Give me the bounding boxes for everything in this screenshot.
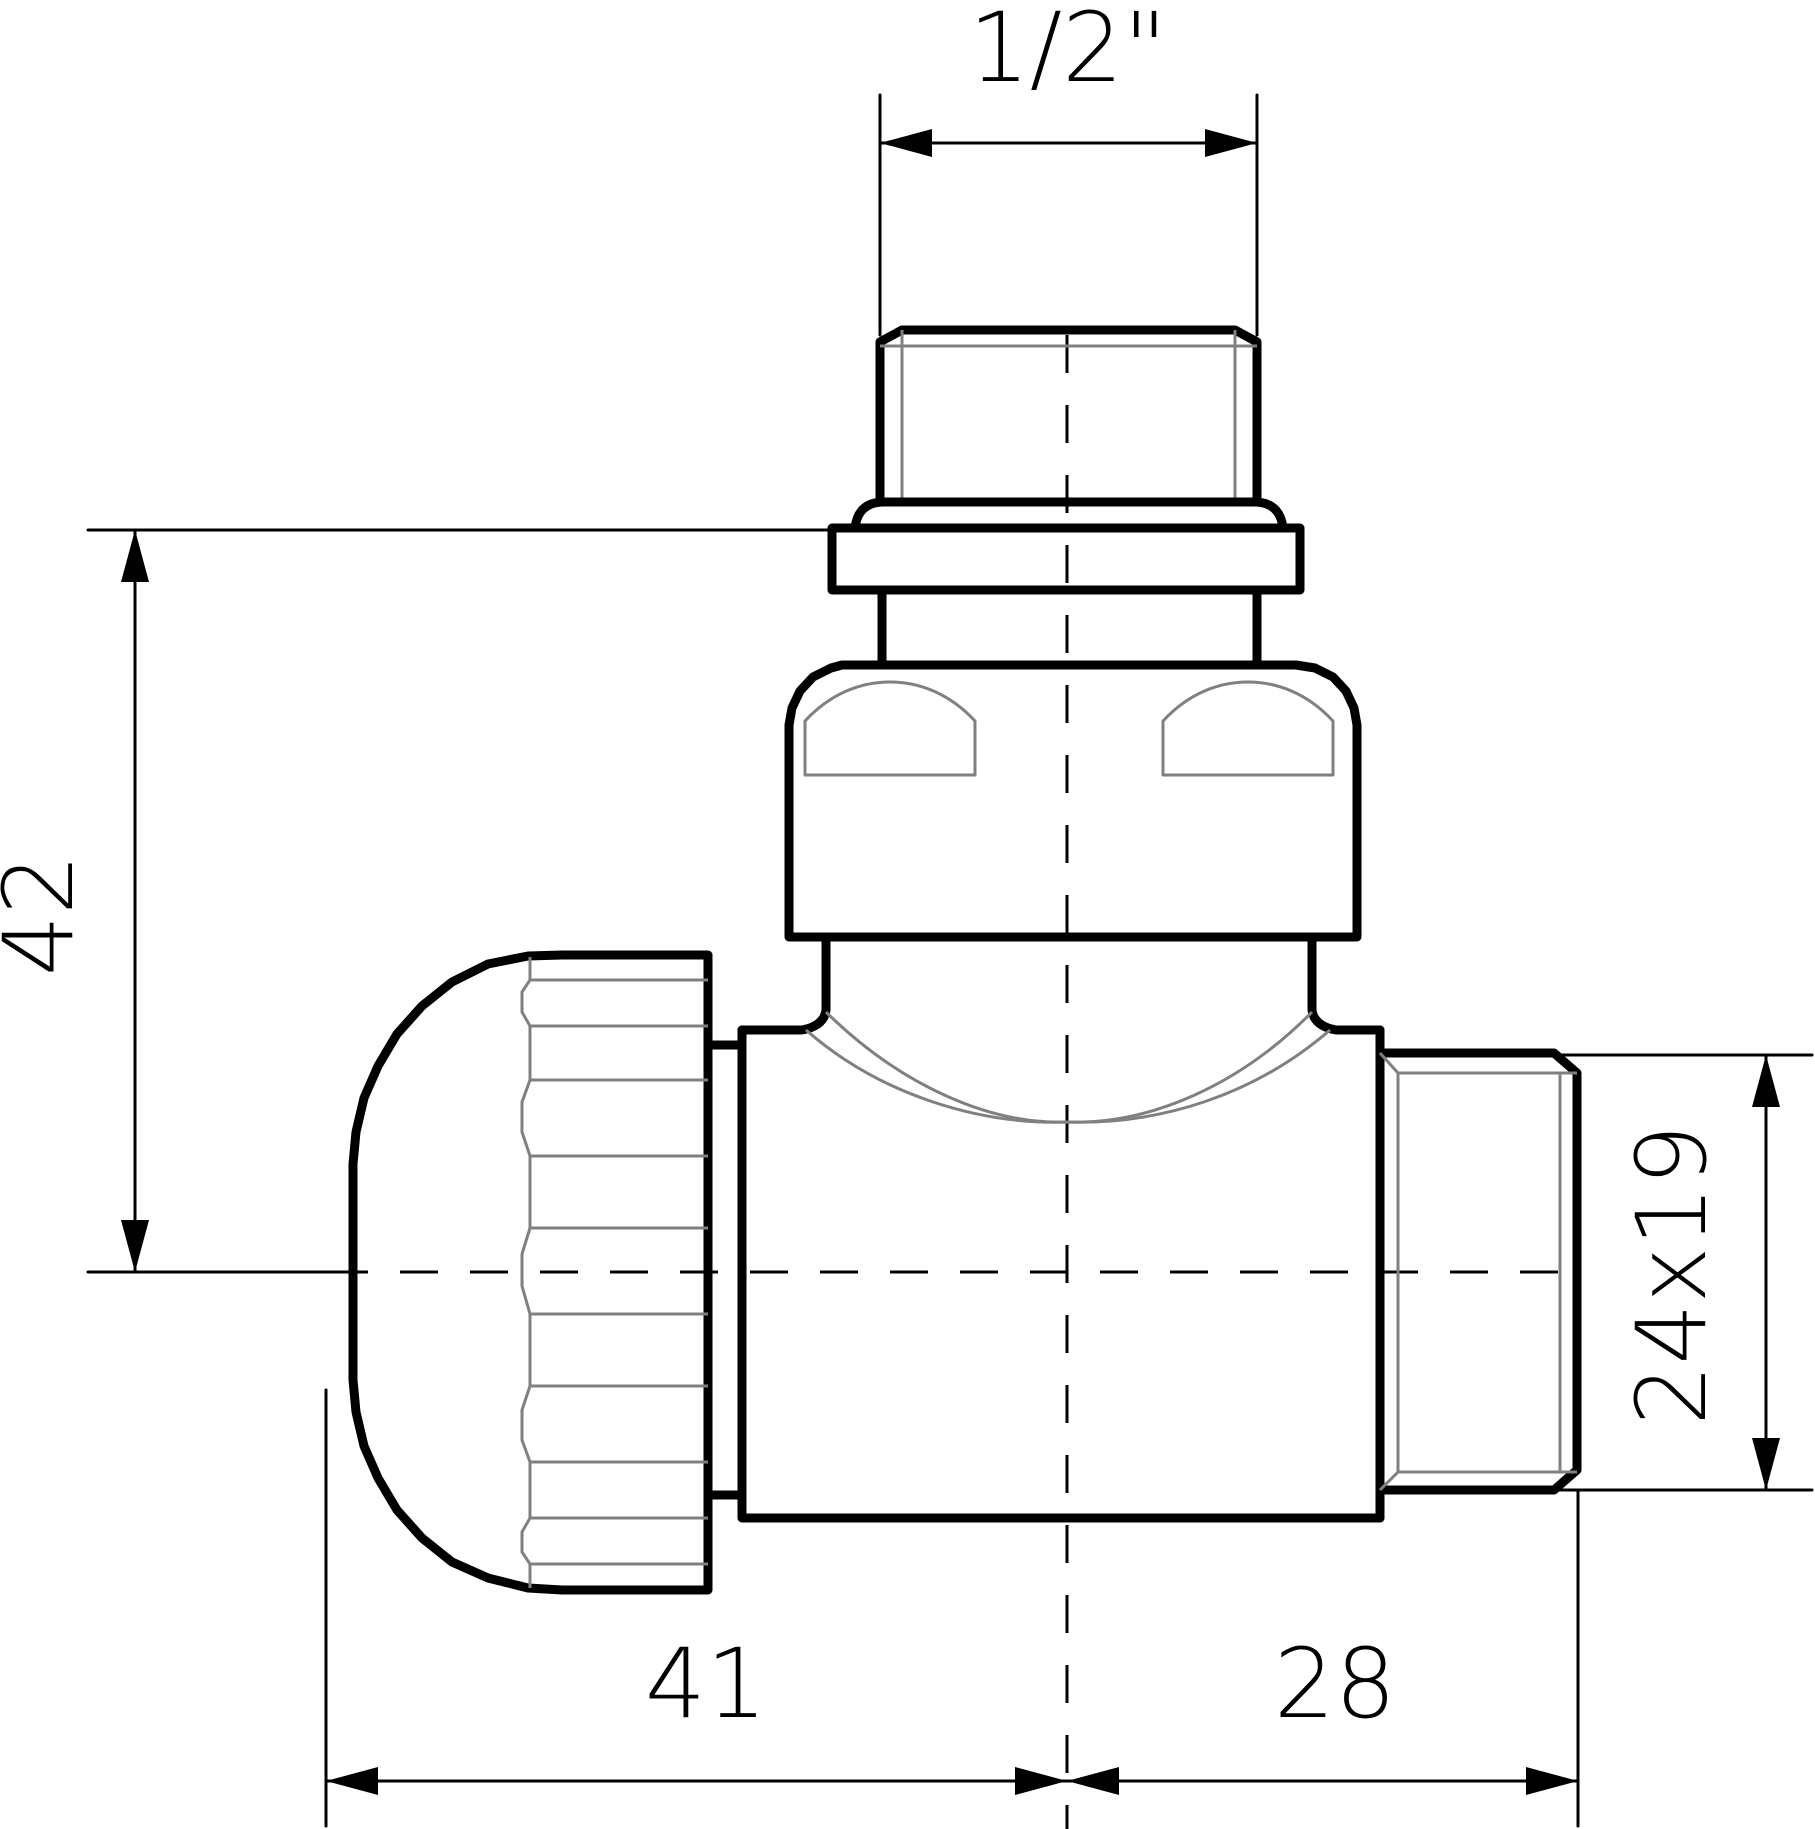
left-cap xyxy=(348,950,713,1595)
dimension-pipe-label: 24x19 xyxy=(1616,1124,1728,1425)
dimension-thread: 1/2" xyxy=(878,0,1259,337)
dimension-thread-label: 1/2" xyxy=(969,0,1168,104)
dimension-bottom: 41 28 xyxy=(324,1388,1580,1828)
dimension-right-width-label: 28 xyxy=(1274,1628,1396,1740)
right-connector xyxy=(1375,1048,1582,1495)
upper-body xyxy=(737,660,1385,1035)
dimension-height-label: 42 xyxy=(0,854,95,976)
dimension-height: 42 xyxy=(0,528,834,1274)
dimension-left-width-label: 41 xyxy=(645,1628,767,1740)
main-body xyxy=(703,1010,1385,1523)
top-thread-nipple xyxy=(827,325,1305,670)
dimension-pipe: 24x19 xyxy=(1558,1053,1814,1492)
